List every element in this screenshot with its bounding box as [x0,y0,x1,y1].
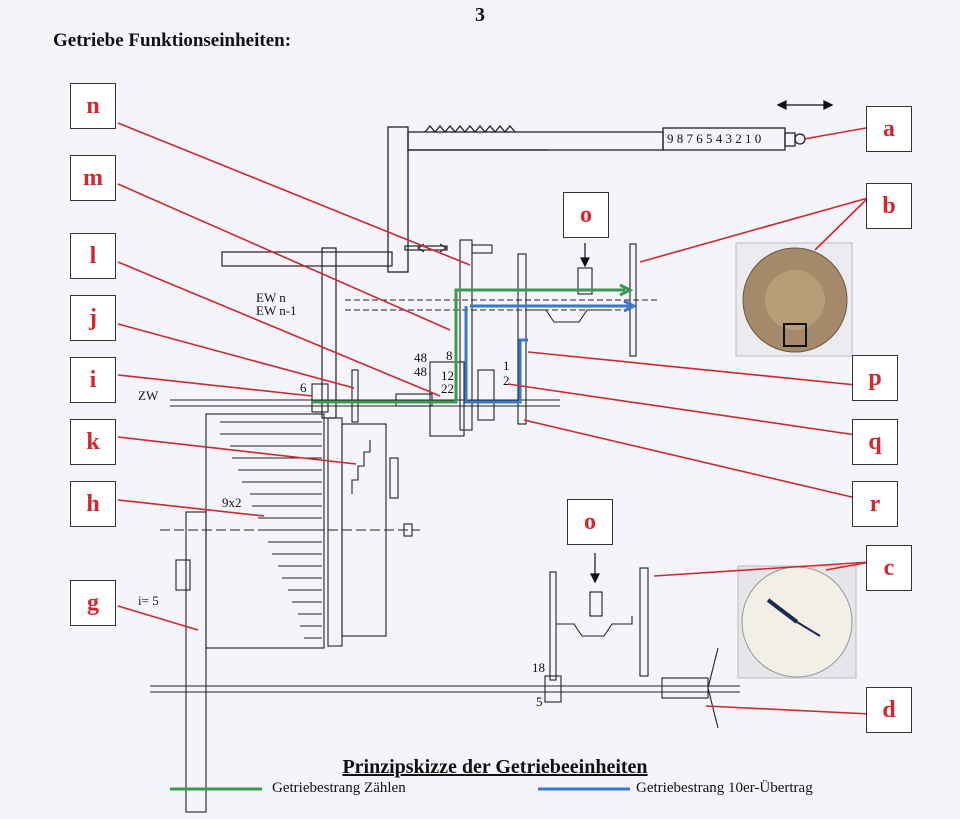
lower-mechanism [150,567,740,729]
gear-6-label: 6 [300,380,307,395]
label-d: d [866,687,912,733]
nine-x2-label: 9x2 [222,495,242,510]
blue-strand [464,299,638,404]
label-h: h [70,481,116,527]
ew-shafts [345,239,660,437]
ew-n-label: EW n [256,290,286,305]
gear-1-label: 1 [503,358,510,373]
label-i: i [70,357,116,403]
label-q: q [852,419,898,465]
label-p: p [852,355,898,401]
ew-n1-label: EW n-1 [256,303,297,318]
pointer-lines [117,122,871,715]
gear-48a-label: 48 [414,350,427,365]
ratio-label: i= 5 [138,593,159,608]
label-m: m [70,155,116,201]
page-heading: Getriebe Funktionseinheiten: [53,30,292,51]
label-n: n [70,83,116,129]
diagram-caption: Prinzipskizze der Getriebeeinheiten [342,756,648,778]
label-o-bottom: o [567,499,613,545]
gear-5-label: 5 [536,694,543,709]
legend-blue-label: Getriebestrang 10er-Übertrag [636,780,813,796]
label-j: j [70,295,116,341]
slider-bar [387,124,806,273]
zw-label: ZW [138,388,159,403]
label-a: a [866,106,912,152]
gear-22-label: 22 [441,381,454,396]
dial-b-photo [735,242,853,357]
label-l: l [70,233,116,279]
label-g: g [70,580,116,626]
double-arrow-icon [776,99,834,111]
gear-g [175,511,207,813]
gear-48b-label: 48 [414,364,427,379]
upper-frame [221,243,448,419]
green-strand [312,283,634,404]
label-c: c [866,545,912,591]
stepped-drum [160,413,420,649]
dial-c-photo [737,565,857,679]
label-r: r [852,481,898,527]
legend-green-label: Getriebestrang Zählen [272,780,406,796]
gear-18-label: 18 [532,660,545,675]
label-o-top: o [563,192,609,238]
o-arrows [580,243,600,584]
label-b: b [866,183,912,229]
page-number: 3 [475,4,485,26]
gear-2-label: 2 [503,373,510,388]
gear-12-label: 12 [441,368,454,383]
zw-shaft [170,369,560,423]
slider-digits: 9 8 7 6 5 4 3 2 1 0 [667,131,761,146]
label-k: k [70,419,116,465]
gear-8-label: 8 [446,348,453,363]
